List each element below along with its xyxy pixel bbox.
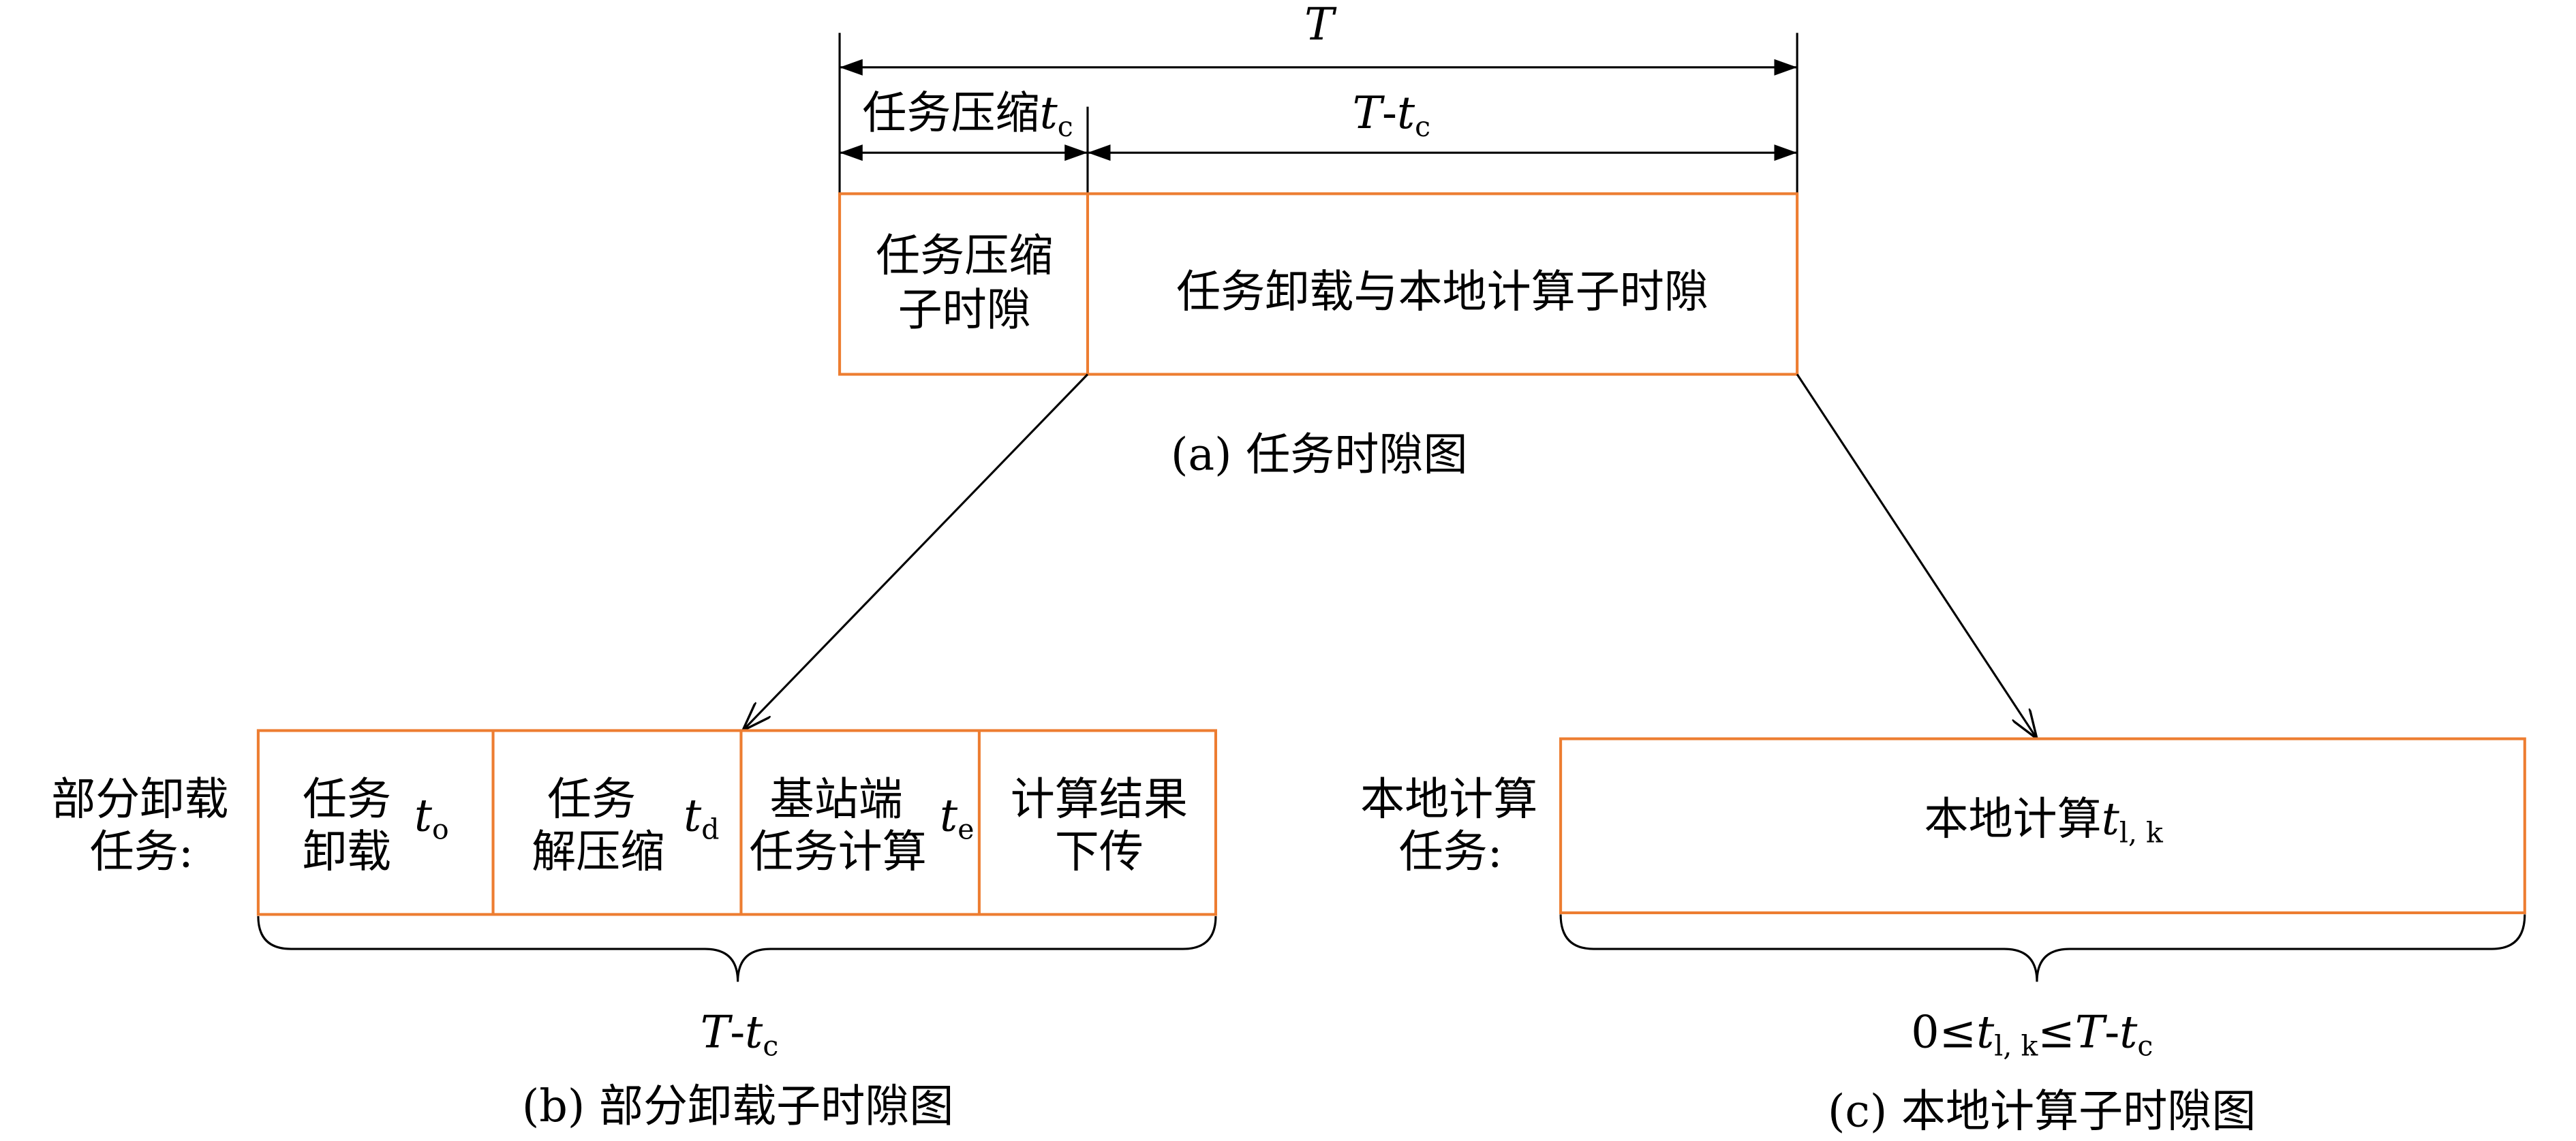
edge-compute-duration-label: te: [940, 790, 974, 845]
partial-brace-base: T: [701, 1007, 733, 1059]
local-range-var: t: [1976, 1007, 1995, 1059]
edge-compute-duration-var: t: [940, 790, 958, 841]
local-range-op2: -: [2104, 1007, 2119, 1059]
offload-cell-line-2: 卸载: [303, 827, 391, 878]
partial-slot-box: [256, 729, 1218, 916]
compress-duration-text: 任务压缩: [862, 88, 1039, 139]
edge-compute-cell-line-2: 任务计算: [750, 827, 927, 878]
edge-compute-duration-sub: e: [957, 813, 974, 846]
caption-b: (b) 部分卸载子时隙图: [522, 1081, 954, 1132]
local-row-label-line-1: 本地计算: [1360, 774, 1537, 825]
decompress-cell-line-1: 任务: [547, 774, 636, 825]
edge-compute-cell-line-1: 基站端: [770, 774, 903, 825]
decompress-cell: 任务 解压缩 td: [532, 774, 719, 877]
result-download-cell-line-2: 下传: [1055, 827, 1144, 878]
partial-brace-label: T-tc: [701, 1007, 779, 1063]
remaining-duration-sub: c: [1415, 110, 1430, 143]
local-range-lead: 0≤: [1911, 1007, 1976, 1059]
result-download-cell: 计算结果 下传: [1011, 774, 1188, 877]
offload-cell-line-1: 任务: [303, 774, 391, 825]
offload-duration-sub: o: [432, 813, 449, 846]
partial-row-label-line-1: 部分卸载: [51, 774, 228, 825]
decompress-duration-sub: d: [701, 813, 719, 846]
caption-c: (c) 本地计算子时隙图: [1828, 1086, 2256, 1137]
caption-a: (a) 任务时隙图: [1171, 429, 1468, 480]
local-cell-text: 本地计算: [1924, 794, 2101, 845]
compress-duration-label: 任务压缩tc: [862, 88, 1073, 143]
remaining-duration-op: -: [1382, 88, 1397, 139]
arrow-to-local: [1796, 373, 2037, 738]
arrow-to-partial: [743, 373, 1089, 730]
offload-cell-text: 任务卸载与本地计算子时隙: [1176, 267, 1708, 318]
remaining-duration-var: t: [1397, 88, 1415, 139]
task-slot-box: [838, 192, 1799, 376]
local-range-sub: l, k: [1994, 1030, 2038, 1063]
total-period-label: T: [1304, 0, 1337, 50]
panel-c-local-compute: 本地计算 任务: 本地计算tl, k 0≤tl, k≤T-tc (c) 本地计算…: [1360, 737, 2526, 1137]
remaining-duration-label: T-tc: [1353, 88, 1431, 143]
partial-row-label-line-2: 任务:: [90, 827, 194, 878]
local-cell-sub: l, k: [2119, 816, 2164, 849]
partial-brace-op: -: [730, 1007, 745, 1059]
local-range-base: T: [2075, 1007, 2108, 1059]
local-slot-box: [1559, 737, 2526, 915]
partial-brace-var: t: [745, 1007, 763, 1059]
panel-a-task-slot: T 任务压缩tc T-tc 任务压缩 子时隙 任务卸载与本地计算子时隙 (a) …: [743, 0, 2037, 739]
partial-brace: [257, 916, 1217, 982]
panel-b-partial-offload: 部分卸载 任务: 任务 卸载 to 任务 解压缩 td 基站端 任务计算 te …: [51, 729, 1218, 1132]
decompress-duration-var: t: [684, 790, 702, 841]
partial-brace-sub: c: [763, 1030, 778, 1063]
local-range-var2: t: [2119, 1007, 2138, 1059]
local-range-sub2: c: [2137, 1030, 2153, 1063]
edge-compute-cell: 基站端 任务计算 te: [750, 774, 975, 877]
local-cell-var: t: [2102, 794, 2120, 845]
decompress-cell-line-2: 解压缩: [532, 827, 664, 878]
compress-duration-var: t: [1040, 88, 1058, 139]
local-cell-label: 本地计算tl, k: [1924, 794, 2164, 849]
compress-cell-line-1: 任务压缩: [876, 231, 1053, 282]
result-download-cell-line-1: 计算结果: [1011, 774, 1188, 825]
local-range-label: 0≤tl, k≤T-tc: [1911, 1007, 2153, 1063]
compress-cell-line-2: 子时隙: [898, 285, 1031, 336]
compress-duration-sub: c: [1058, 110, 1073, 143]
decompress-duration-label: td: [684, 790, 719, 845]
local-range-op: ≤: [2038, 1007, 2075, 1059]
offload-duration-label: to: [414, 790, 449, 845]
offload-duration-var: t: [414, 790, 433, 841]
remaining-duration-base: T: [1353, 88, 1385, 139]
local-brace: [1559, 914, 2526, 982]
offload-cell: 任务 卸载 to: [303, 774, 449, 877]
local-row-label-line-2: 任务:: [1399, 827, 1503, 878]
